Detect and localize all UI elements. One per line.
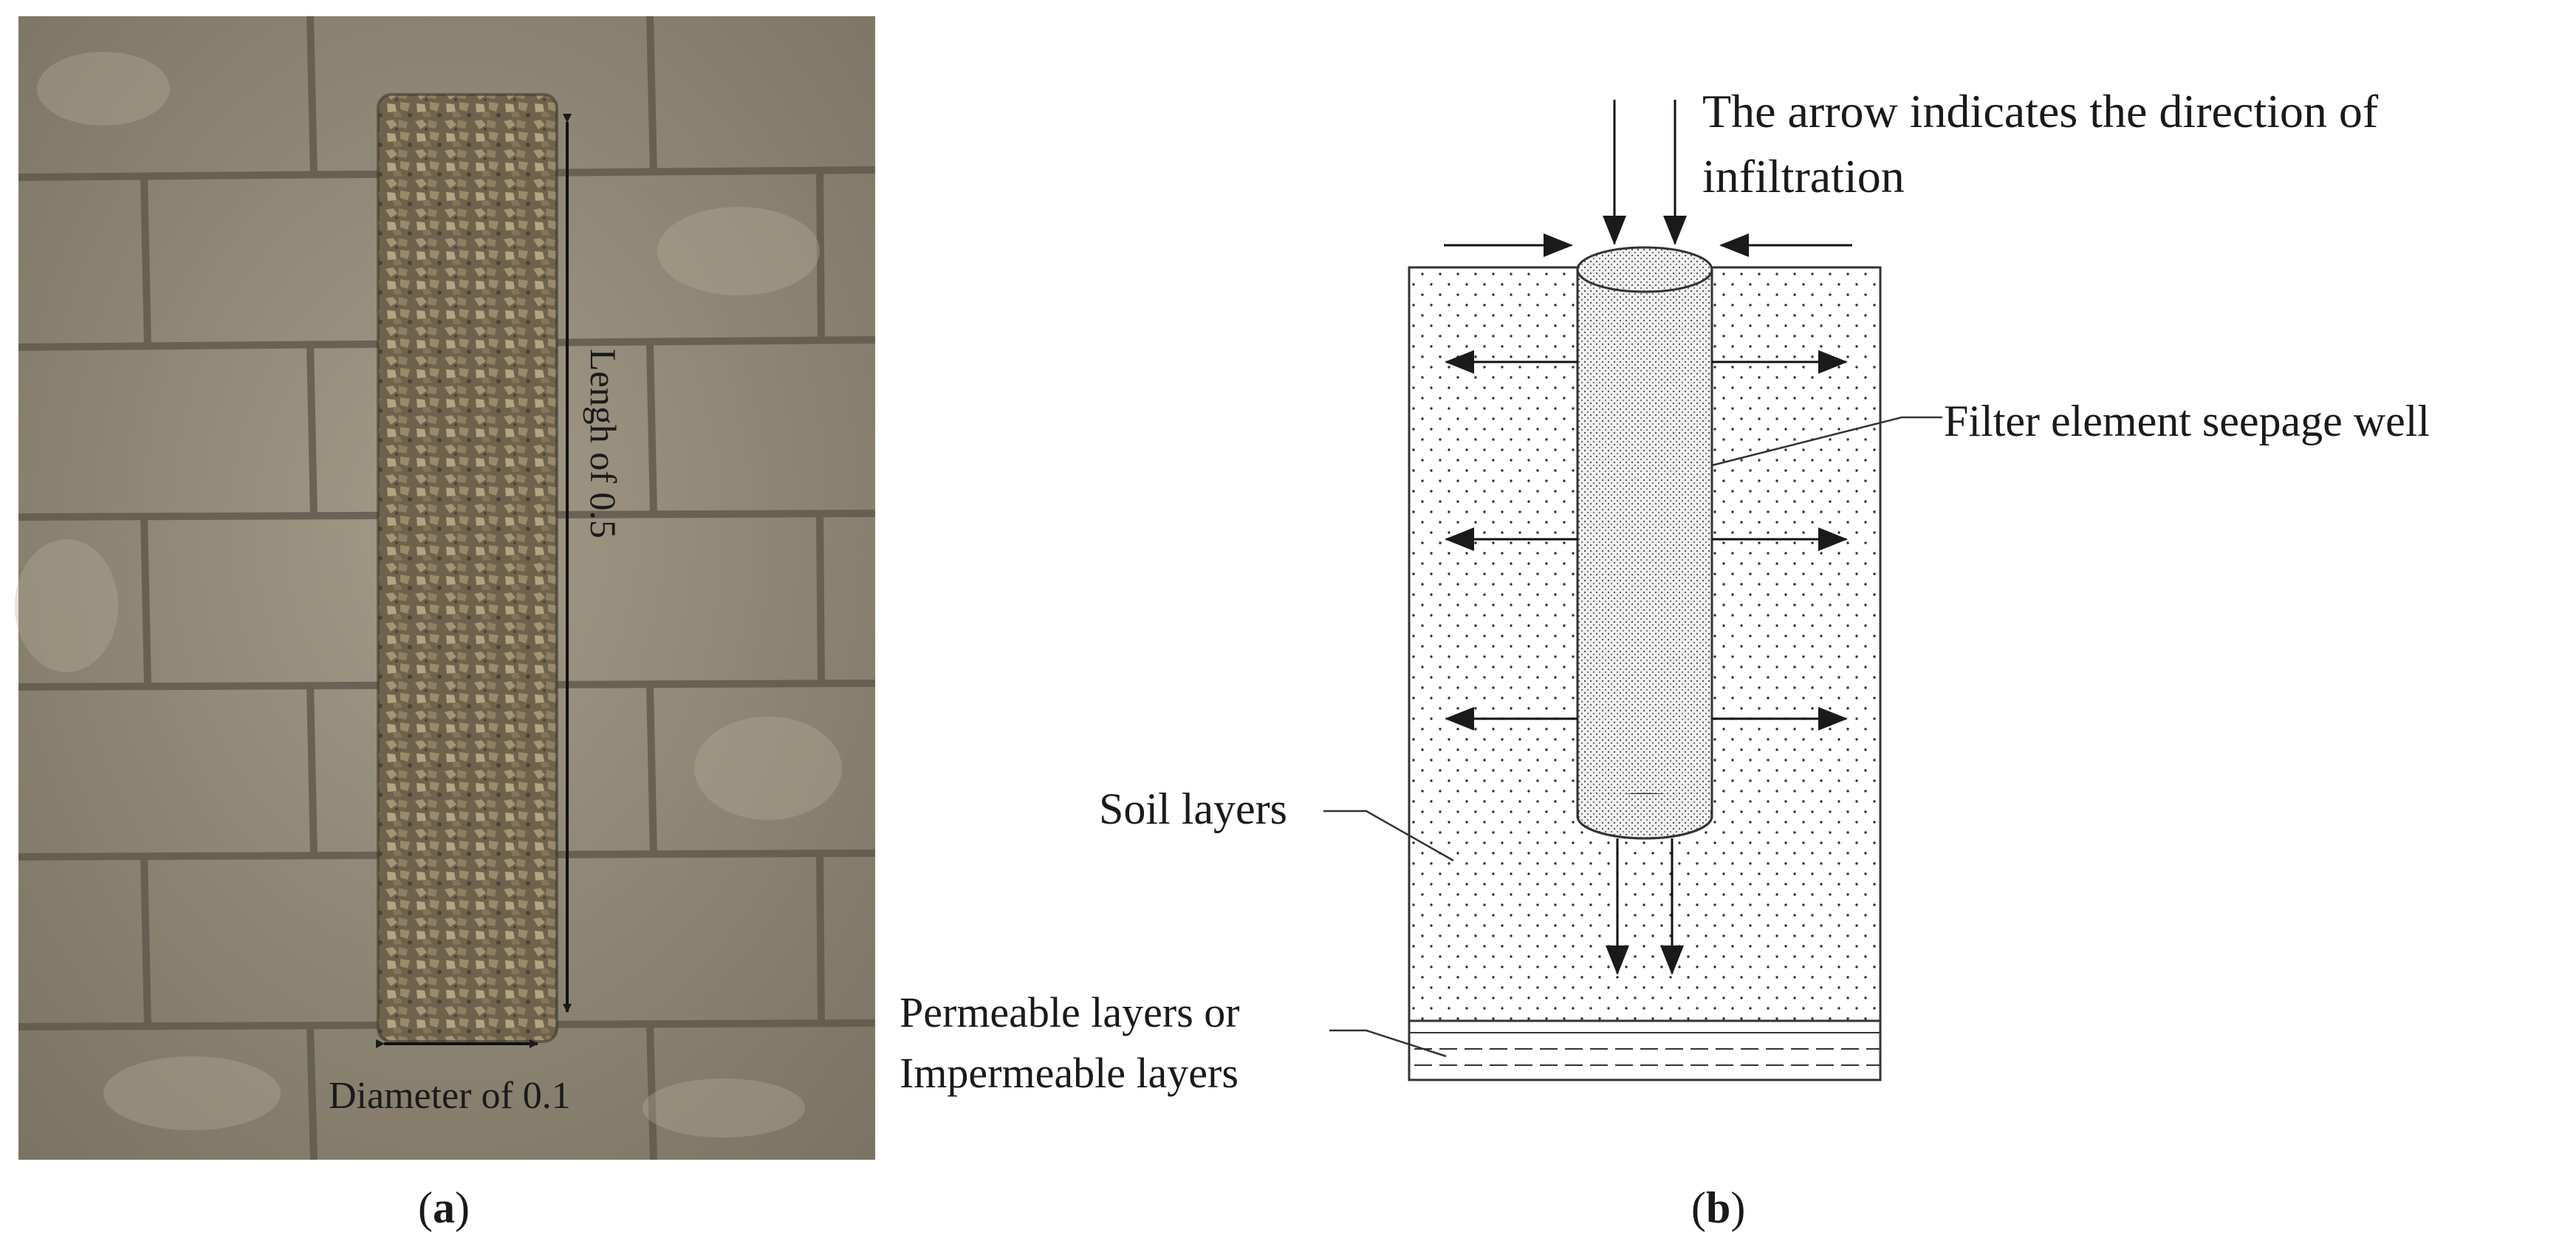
well-label: Filter element seepage well (1944, 397, 2430, 445)
soil-leader (1323, 810, 1454, 862)
caption-a: (a) (418, 1183, 470, 1232)
diameter-label: Diameter of 0.1 (329, 1075, 571, 1117)
arrow-note-line2: infiltration (1702, 150, 1905, 202)
soil-label: Soil layers (1099, 784, 1287, 833)
caption-b: (b) (1691, 1183, 1745, 1232)
permeable-layer-region (1408, 1019, 1882, 1081)
bottom-leader (1329, 1029, 1447, 1058)
lateral-outflow-arrows (1445, 350, 1848, 731)
bottom-label-line2: Impermeable layers (900, 1049, 1239, 1097)
panel-a-photo: Lengh of 0.5 Diameter of 0.1 (15, 16, 876, 1160)
arrow-note-line1: The arrow indicates the direction of (1702, 85, 2379, 137)
well-leader (1711, 416, 1942, 467)
length-label: Lengh of 0.5 (583, 349, 624, 538)
gravel-column (378, 95, 557, 1042)
panel-b-diagram: The arrow indicates the direction of inf… (900, 85, 2430, 1097)
bottom-label-line1: Permeable layers or (900, 988, 1240, 1036)
seepage-well (1576, 246, 1713, 840)
paving-texture (15, 52, 842, 1138)
